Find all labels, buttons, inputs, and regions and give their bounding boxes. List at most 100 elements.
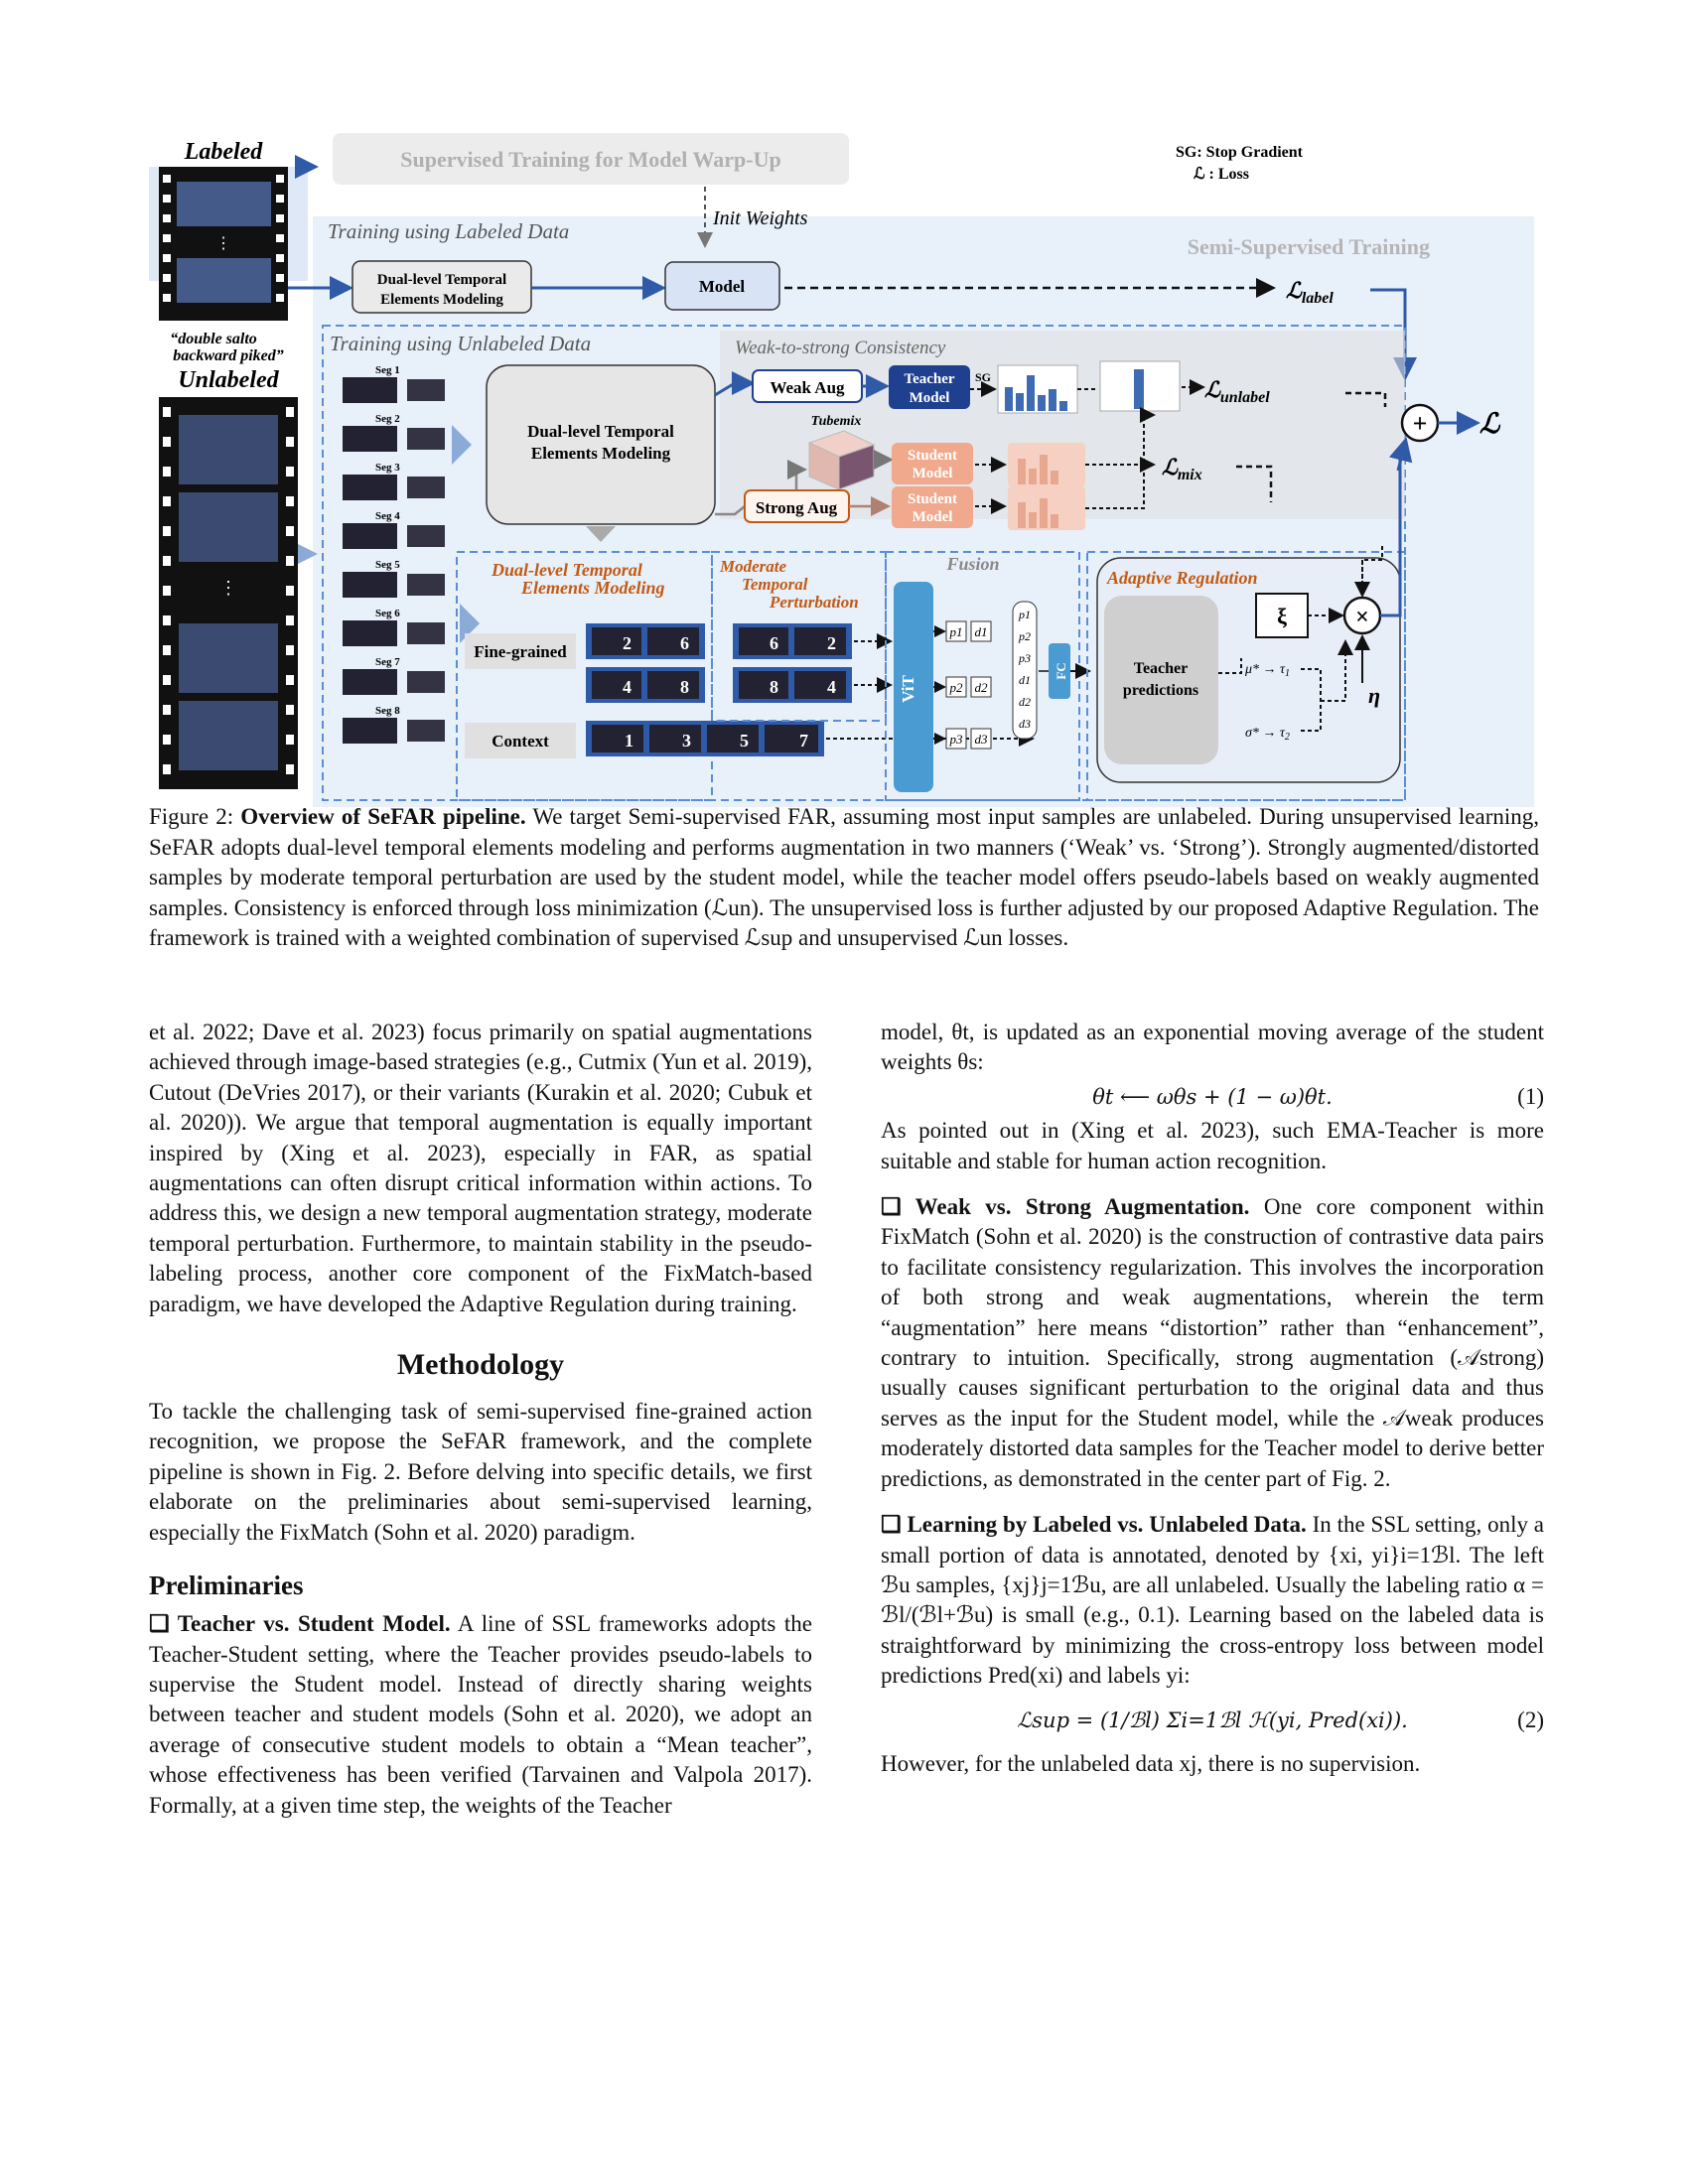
svg-text:Moderate: Moderate — [719, 557, 787, 576]
svg-text:Fine-grained: Fine-grained — [474, 642, 567, 661]
svg-text:Context: Context — [492, 732, 549, 751]
left-paragraph-3: ❑ Teacher vs. Student Model. A line of S… — [149, 1611, 812, 1818]
semi-supervised-title: Semi-Supervised Training — [1188, 234, 1430, 259]
svg-text:d3: d3 — [975, 732, 989, 747]
svg-text:FC: FC — [1054, 662, 1068, 679]
svg-text:Seg 4: Seg 4 — [375, 510, 400, 522]
fine-clip-2: 2 — [623, 633, 632, 653]
tubemix-cube — [807, 430, 876, 490]
svg-text:Dual-level Temporal: Dual-level Temporal — [527, 422, 674, 441]
svg-text:backward piked”: backward piked” — [173, 347, 284, 364]
teacher-student-heading: ❑ Teacher vs. Student Model. — [149, 1611, 451, 1637]
svg-text:Student: Student — [908, 491, 957, 507]
svg-text:Model: Model — [913, 466, 953, 481]
svg-text:Weak Aug: Weak Aug — [770, 378, 845, 397]
pipeline-diagram: Semi-Supervised Training Labeled ⋮ “doub… — [149, 133, 1534, 807]
segment-list: Seg 1 Seg 2 Seg 3 Seg 4 Seg 5 Seg 6 Seg … — [343, 364, 445, 744]
svg-text:Model: Model — [699, 277, 746, 296]
fine-grained-clips: 2 6 4 8 — [586, 623, 705, 703]
caption-text: We target Semi-supervised FAR, assuming … — [149, 804, 1539, 950]
weak-strong-heading: ❑ Weak vs. Strong Augmentation. — [881, 1194, 1250, 1220]
loss-legend: ℒ : Loss — [1194, 166, 1249, 183]
svg-text:Supervised Training for Model: Supervised Training for Model Warp-Up — [400, 147, 780, 172]
svg-text:SG: SG — [975, 370, 991, 384]
svg-text:p3: p3 — [949, 732, 964, 747]
svg-text:d1: d1 — [975, 624, 988, 639]
svg-text:p1: p1 — [1018, 608, 1031, 621]
perturb-clip-6: 6 — [770, 633, 778, 653]
context-clip-7: 7 — [799, 731, 808, 751]
init-weights-label: Init Weights — [712, 207, 808, 229]
right-paragraph-5: However, for the unlabeled data xj, ther… — [881, 1750, 1421, 1776]
equation-1: θt ⟵ ωθs + (1 − ω)θt. (1) — [881, 1082, 1544, 1112]
svg-text:p3: p3 — [1018, 651, 1031, 665]
svg-text:Seg 7: Seg 7 — [375, 656, 400, 668]
svg-text:⋮: ⋮ — [215, 235, 231, 252]
tubemix-label: Tubemix — [811, 414, 862, 429]
student-model-box-strong — [892, 486, 973, 528]
svg-text:Teacher: Teacher — [904, 371, 954, 387]
equation-1-number: (1) — [1517, 1083, 1544, 1109]
left-paragraph-2: To tackle the challenging task of semi-s… — [149, 1399, 812, 1545]
svg-text:Student: Student — [908, 448, 957, 464]
svg-text:Elements Modeling: Elements Modeling — [380, 292, 503, 308]
fine-grained-label-box — [465, 633, 576, 669]
loss-total: ℒ — [1479, 409, 1501, 440]
svg-text:Weak-to-strong Consistency: Weak-to-strong Consistency — [735, 338, 946, 358]
svg-text:Elements Modeling: Elements Modeling — [531, 444, 671, 463]
perturb-clip-2: 2 — [827, 633, 836, 653]
labeled-title: Labeled — [184, 139, 264, 165]
left-paragraph-1: et al. 2022; Dave et al. 2023) focus pri… — [149, 1020, 812, 1316]
perturb-clip-4: 4 — [827, 677, 836, 697]
svg-text:d2: d2 — [975, 680, 989, 695]
fusion-stack: p1 p2 p3 d1 d2 d3 — [1012, 601, 1038, 740]
svg-text:Strong Aug: Strong Aug — [756, 498, 838, 517]
context-clips: 1 3 5 7 — [586, 721, 824, 756]
methodology-heading: Methodology — [396, 1348, 565, 1382]
svg-text:Perturbation: Perturbation — [769, 593, 859, 612]
context-clip-1: 1 — [625, 731, 633, 751]
svg-text:Seg 3: Seg 3 — [375, 462, 400, 474]
mu-tau1: μ* → τ1 — [1244, 662, 1290, 679]
fusion-tokens: p1 d1 p2 d2 p3 d3 — [933, 620, 992, 750]
sg-legend: SG: Stop Gradient — [1176, 144, 1304, 161]
svg-text:ViT: ViT — [899, 674, 917, 702]
right-paragraph-3: ❑ Weak vs. Strong Augmentation. One core… — [881, 1194, 1544, 1491]
caption-label: Figure 2: — [149, 804, 234, 829]
svg-text:Training using Unlabeled Data: Training using Unlabeled Data — [330, 332, 591, 355]
sigma-tau2: σ* → τ2 — [1245, 726, 1290, 743]
svg-text:Model: Model — [910, 390, 950, 406]
fc-block — [1049, 643, 1070, 699]
fine-clip-8: 8 — [680, 677, 689, 697]
equation-2-number: (2) — [1517, 1706, 1544, 1732]
dual-level-big-box — [486, 364, 716, 525]
svg-text:Seg 8: Seg 8 — [375, 705, 400, 717]
svg-text:Teacher: Teacher — [1134, 660, 1189, 677]
svg-text:Temporal: Temporal — [742, 575, 808, 594]
svg-text:p2: p2 — [1018, 629, 1031, 643]
svg-text:d2: d2 — [1019, 695, 1031, 709]
equation-2-body: ℒsup = (1/ℬl) Σi=1ℬl ℋ(yi, Pred(xi)). — [1017, 1707, 1408, 1732]
teacher-model-box — [889, 365, 970, 409]
fine-clip-6: 6 — [680, 633, 689, 653]
svg-text:+: + — [1413, 409, 1428, 438]
xi-box — [1255, 593, 1309, 638]
labeled-quote: “double salto — [170, 331, 257, 347]
student-model-box-mix — [892, 443, 973, 484]
svg-text:Adaptive Regulation: Adaptive Regulation — [1106, 568, 1258, 588]
svg-text:Dual-level Temporal: Dual-level Temporal — [377, 272, 506, 288]
svg-text:Fusion: Fusion — [945, 554, 999, 574]
perturbed-clips: 6 2 8 4 — [733, 623, 852, 703]
vit-block — [894, 582, 933, 792]
supervised-warmup-box — [333, 133, 849, 185]
teacher-predictions-box — [1104, 596, 1218, 764]
svg-text:Seg 1: Seg 1 — [375, 364, 400, 376]
right-paragraph-1: model, θt, is updated as an exponential … — [881, 1020, 1544, 1075]
svg-text:Elements Modeling: Elements Modeling — [520, 578, 665, 598]
equation-1-body: θt ⟵ ωθs + (1 − ω)θt. — [1092, 1084, 1333, 1109]
svg-text:d3: d3 — [1019, 717, 1031, 731]
svg-text:×: × — [1355, 605, 1369, 630]
svg-text:Seg 6: Seg 6 — [375, 608, 400, 619]
svg-text:d1: d1 — [1019, 673, 1031, 687]
right-paragraph-4: ❑ Learning by Labeled vs. Unlabeled Data… — [881, 1512, 1544, 1689]
